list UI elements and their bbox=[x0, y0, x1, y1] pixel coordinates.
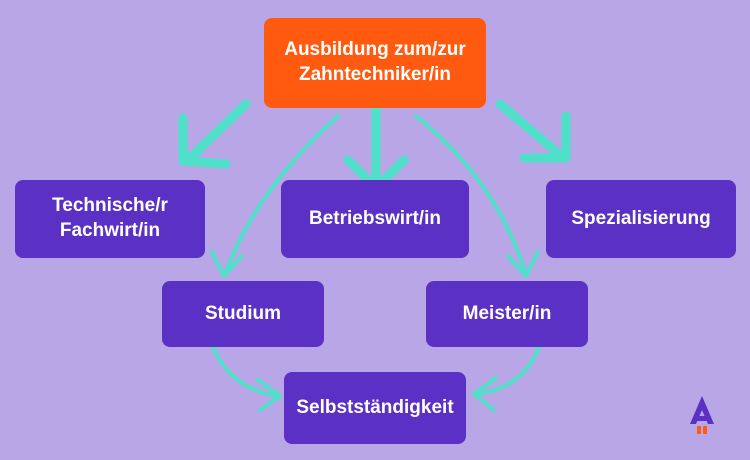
spezialisierung-node-label: Spezialisierung bbox=[571, 207, 711, 229]
arrow-root-to-betriebswirt bbox=[343, 99, 409, 193]
betriebswirt-node: Betriebswirt/in bbox=[281, 180, 469, 258]
fachwirt-node-label: Technische/r Fachwirt/in bbox=[52, 195, 168, 241]
root-node-label: Ausbildung zum/zur Zahntechniker/in bbox=[284, 39, 466, 85]
meister-node-label: Meister/in bbox=[462, 302, 552, 324]
arrow-meister-to-selbststaendigkeit bbox=[472, 342, 542, 412]
arrow-studium-to-selbststaendigkeit bbox=[210, 342, 282, 412]
rocket-a-logo-icon bbox=[690, 396, 714, 434]
studium-node: Studium bbox=[162, 281, 324, 347]
betriebswirt-node-label: Betriebswirt/in bbox=[309, 207, 441, 229]
meister-node: Meister/in bbox=[426, 281, 588, 347]
arrow-root-to-spezialisierung bbox=[495, 99, 571, 163]
arrow-root-to-meister bbox=[414, 114, 540, 278]
spezialisierung-node: Spezialisierung bbox=[546, 180, 736, 258]
arrow-root-to-studium bbox=[210, 114, 340, 278]
selbststaendigkeit-node: Selbstständigkeit bbox=[284, 372, 466, 444]
fachwirt-node: Technische/r Fachwirt/in bbox=[15, 180, 205, 258]
root-node: Ausbildung zum/zur Zahntechniker/in bbox=[264, 18, 486, 108]
arrow-root-to-fachwirt bbox=[178, 99, 251, 169]
studium-node-label: Studium bbox=[205, 302, 281, 324]
selbststaendigkeit-node-label: Selbstständigkeit bbox=[296, 396, 454, 418]
